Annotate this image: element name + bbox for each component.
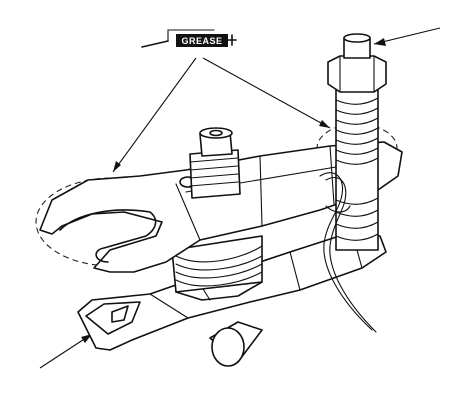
leader-grease-to-jaw <box>112 57 197 173</box>
arrowhead-grease-bolt <box>319 120 330 128</box>
bolt-thread-7 <box>335 157 379 165</box>
stud-end <box>211 327 245 367</box>
grease-label: GREASE <box>181 36 222 46</box>
bolt-thread-4 <box>335 127 379 135</box>
adjusting-bolt-nut <box>327 55 387 93</box>
lower-jaw-edge-1 <box>149 293 189 319</box>
spring-coil-2 <box>175 255 263 271</box>
center-bolt-thread-2 <box>189 165 239 171</box>
center-bolt-thread-3 <box>189 173 239 179</box>
center-bolt-thread-4 <box>189 181 239 187</box>
spring-coil-1 <box>175 245 263 263</box>
bolt-thread-10 <box>335 221 379 229</box>
arrowhead-bolt-head <box>374 38 386 46</box>
bolt-thread-3 <box>335 117 379 125</box>
adjusting-bolt <box>327 33 387 251</box>
grease-tag-stem <box>141 40 169 48</box>
center-bolt-socket <box>209 129 223 137</box>
spring-coil-4 <box>175 271 263 287</box>
upper-arm-bevel-1 <box>175 183 201 241</box>
lower-jaw-fork-slot <box>111 305 129 323</box>
bolt-thread-6 <box>335 147 379 155</box>
spring-base <box>175 281 263 301</box>
leader-lines <box>39 27 441 369</box>
lower-jaw-fork <box>85 301 141 335</box>
bolt-thread-2 <box>335 107 379 115</box>
center-bolt <box>189 127 241 199</box>
arrowhead-grease-jaw <box>113 161 121 172</box>
leader-grease-to-bolt <box>202 57 331 129</box>
bolt-thread-5 <box>335 137 379 145</box>
bolt-thread-1 <box>335 97 379 105</box>
ball-joint-stud <box>209 321 263 367</box>
center-bolt-thread-1 <box>189 157 239 163</box>
leader-to-bolt-head <box>373 27 441 45</box>
grease-tag: GREASE <box>141 29 237 48</box>
bolt-thread-11 <box>335 233 379 241</box>
upper-arm-bevel-2 <box>259 155 263 227</box>
center-stud-assembly <box>171 235 263 301</box>
upper-arm-bevel-3 <box>329 145 335 205</box>
center-bolt-top <box>199 127 233 139</box>
lower-jaw-edge-3 <box>289 251 301 291</box>
spring-coil-3 <box>175 263 263 279</box>
adjusting-bolt-top <box>343 33 371 43</box>
grease-label-box <box>176 34 228 47</box>
bolt-thread-9 <box>335 209 379 217</box>
retaining-wire-inner <box>325 177 377 333</box>
bolt-thread-8 <box>335 197 379 205</box>
upper-arm-fork-opening <box>59 209 157 263</box>
retaining-wire <box>319 172 377 333</box>
retaining-wire-clip <box>325 205 351 213</box>
